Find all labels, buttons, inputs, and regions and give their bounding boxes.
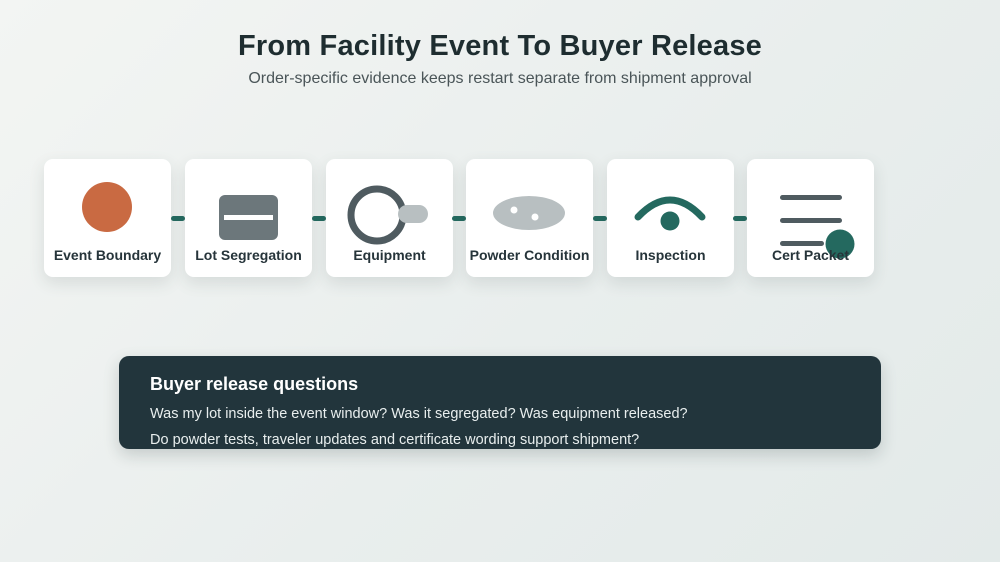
step-card-equipment: Equipment [326, 159, 453, 277]
connector-line [733, 216, 747, 221]
step-label: Cert Packet [771, 247, 850, 263]
step-card-inspection: Inspection [607, 159, 734, 277]
panel-heading: Buyer release questions [150, 374, 359, 394]
page-title: From Facility Event To Buyer Release [237, 30, 762, 62]
step-label: Equipment [353, 247, 426, 263]
step-card-cert-packet: Cert Packet [747, 159, 874, 277]
step-card-powder-condition: Powder Condition [466, 159, 593, 277]
question-line: Do powder tests, traveler updates and ce… [150, 432, 640, 448]
step-card-lot-segregation: Lot Segregation [185, 159, 312, 277]
buyer-questions-panel: Buyer release questions Was my lot insid… [119, 356, 881, 449]
orange-circle-icon [82, 182, 132, 232]
step-label: Event Boundary [53, 247, 162, 263]
connector-line [593, 216, 607, 221]
segregation-bar-icon [219, 195, 278, 240]
step-card-event-boundary: Event Boundary [44, 159, 171, 277]
equipment-ring-icon [347, 185, 428, 245]
connector-line [312, 216, 326, 221]
connector-line [171, 216, 185, 221]
document-lines-icon [780, 195, 855, 259]
powder-ellipse-icon [493, 196, 565, 230]
step-label: Powder Condition [469, 247, 590, 263]
step-label: Lot Segregation [195, 247, 302, 263]
connector-line [452, 216, 466, 221]
question-line: Was my lot inside the event window? Was … [150, 406, 688, 422]
page-subtitle: Order-specific evidence keeps restart se… [248, 70, 752, 87]
inspection-eye-icon [634, 196, 706, 231]
step-label: Inspection [635, 247, 706, 263]
